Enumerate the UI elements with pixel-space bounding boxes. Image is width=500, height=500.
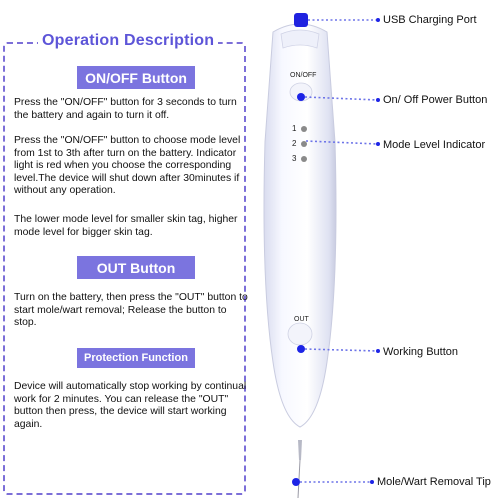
usb-port-marker	[294, 13, 308, 27]
power-button-label: On/ Off Power Button	[383, 94, 488, 106]
working-button-label: Working Button	[383, 346, 459, 358]
working-button-marker	[297, 345, 305, 353]
onoff-instruction-2: Press the "ON/OFF" button to choose mode…	[14, 135, 241, 197]
protection-instruction: Device will automatically stop working b…	[14, 381, 247, 430]
level-3-indicator-light	[301, 156, 307, 162]
onoff-label: ON/OFF	[290, 72, 317, 79]
mode-level-indicator-label: Mode Level Indicator	[383, 139, 486, 151]
removal-tip-label: Mole/Wart Removal Tip	[377, 476, 491, 488]
protection-function-heading: Protection Function	[77, 348, 195, 368]
out-label: OUT	[294, 316, 309, 323]
level-1-label: 1	[292, 124, 297, 133]
usb-charging-port-label: USB Charging Port	[383, 14, 477, 26]
onoff-instruction-1: Press the "ON/OFF" button for 3 seconds …	[14, 97, 237, 121]
out-button-heading: OUT Button	[77, 256, 195, 279]
level-1-indicator-light	[301, 126, 307, 132]
panel-title: Operation Description	[38, 32, 219, 50]
onoff-instruction-3: The lower mode level for smaller skin ta…	[14, 214, 238, 238]
level-3-label: 3	[292, 154, 297, 163]
onoff-button-marker	[297, 93, 305, 101]
level-2-label: 2	[292, 139, 297, 148]
out-instruction: Turn on the battery, then press the "OUT…	[14, 292, 248, 329]
onoff-button-heading: ON/OFF Button	[77, 66, 195, 89]
tip-marker	[292, 478, 300, 486]
mole-removal-pen	[263, 23, 337, 428]
level-2-indicator-light	[301, 141, 307, 147]
